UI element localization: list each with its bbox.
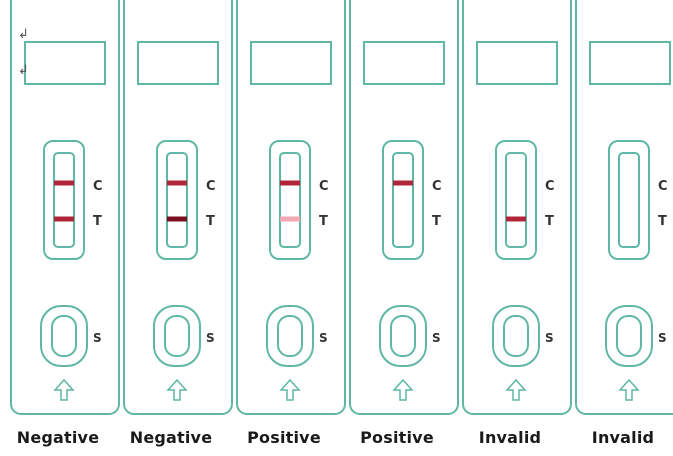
control-letter: C <box>319 179 329 194</box>
sample-well-inner <box>391 316 415 356</box>
sample-well-inner <box>165 316 189 356</box>
control-line <box>54 181 74 186</box>
control-line <box>280 181 300 186</box>
test-letter: T <box>545 214 554 229</box>
cassette-6: C T S <box>576 0 673 414</box>
cassette-4: C T S <box>350 0 458 414</box>
result-window-inner <box>393 153 413 247</box>
test-letter: T <box>658 214 667 229</box>
t-line <box>280 217 300 222</box>
sample-well-inner <box>52 316 76 356</box>
control-letter: C <box>545 179 555 194</box>
caption-invalid-1: Invalid <box>454 428 566 447</box>
test-letter: T <box>432 214 441 229</box>
label-window <box>590 42 670 84</box>
result-window-inner <box>167 153 187 247</box>
caption-positive-1: Positive <box>228 428 340 447</box>
cassette-5: C T S <box>463 0 571 414</box>
paragraph-mark-2: ↲ <box>18 63 29 78</box>
caption-invalid-2: Invalid <box>567 428 673 447</box>
sample-letter: S <box>206 331 215 345</box>
result-window-inner <box>280 153 300 247</box>
test-letter: T <box>93 214 102 229</box>
control-line <box>167 181 187 186</box>
label-window <box>364 42 444 84</box>
sample-letter: S <box>93 331 102 345</box>
label-window <box>25 42 105 84</box>
paragraph-mark-1: ↲ <box>18 27 29 42</box>
t-line <box>167 217 187 222</box>
control-letter: C <box>432 179 442 194</box>
caption-positive-2: Positive <box>341 428 453 447</box>
test-letter: T <box>206 214 215 229</box>
test-letter: T <box>319 214 328 229</box>
sample-well-inner <box>617 316 641 356</box>
caption-negative-2: Negative <box>115 428 227 447</box>
t-line <box>54 217 74 222</box>
label-window <box>251 42 331 84</box>
cassette-3: C T S <box>237 0 345 414</box>
sample-letter: S <box>319 331 328 345</box>
sample-letter: S <box>432 331 441 345</box>
control-line <box>393 181 413 186</box>
t-line <box>506 217 526 222</box>
control-letter: C <box>93 179 103 194</box>
result-window-inner <box>506 153 526 247</box>
control-letter: C <box>658 179 668 194</box>
label-window <box>138 42 218 84</box>
sample-letter: S <box>658 331 667 345</box>
control-letter: C <box>206 179 216 194</box>
caption-negative-1: Negative <box>2 428 114 447</box>
sample-well-inner <box>278 316 302 356</box>
result-window-inner <box>54 153 74 247</box>
label-window <box>477 42 557 84</box>
sample-well-inner <box>504 316 528 356</box>
sample-letter: S <box>545 331 554 345</box>
cassette-2: C T S <box>124 0 232 414</box>
result-window-inner <box>619 153 639 247</box>
